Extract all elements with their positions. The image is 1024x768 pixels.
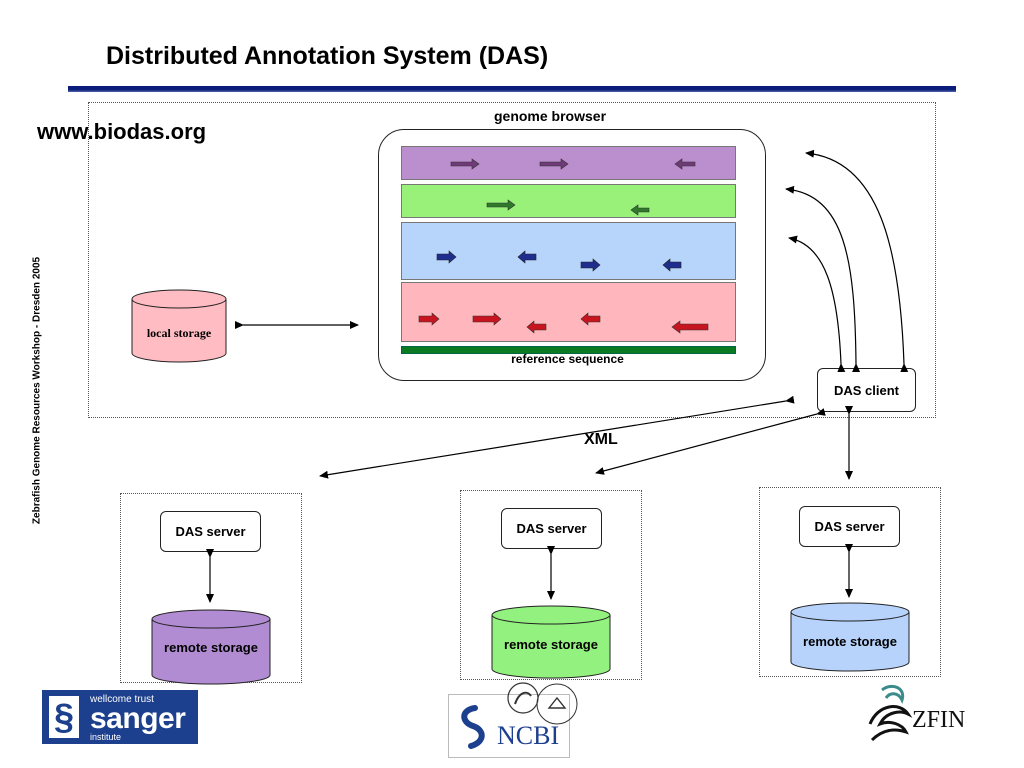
blue-track xyxy=(401,222,736,280)
feature-arrow xyxy=(472,312,502,326)
client-server2-arrow xyxy=(595,408,826,475)
reference-sequence-bar xyxy=(401,346,736,354)
local-storage-label: local storage xyxy=(146,326,212,340)
client-browser-arrow-3 xyxy=(788,235,846,373)
remote-storage-cylinder-blue xyxy=(790,602,910,672)
remote-storage-cylinder-green xyxy=(491,605,611,679)
das-server-label: DAS server xyxy=(516,521,587,536)
das-server-label: DAS server xyxy=(175,524,246,539)
das-server-box-1: DAS server xyxy=(160,511,261,552)
client-browser-arrow-2 xyxy=(785,185,861,373)
server-area-blue xyxy=(759,487,941,677)
sanger-logo-main-text: sanger xyxy=(90,702,186,735)
feature-arrow xyxy=(539,158,569,170)
feature-arrow xyxy=(580,258,601,272)
feature-arrow xyxy=(486,199,516,211)
client-browser-arrow-1 xyxy=(805,149,909,373)
ncbi-emblem-icon xyxy=(461,682,578,749)
das-server-box-2: DAS server xyxy=(501,508,602,549)
das-client-label: DAS client xyxy=(833,382,899,398)
client-server1-arrow xyxy=(319,395,795,479)
website-link[interactable]: www.biodas.org xyxy=(37,119,207,144)
slide-title: Distributed Annotation System (DAS) xyxy=(106,42,549,70)
remote-storage-label: remote storage xyxy=(164,640,258,655)
feature-arrow xyxy=(671,320,709,334)
feature-arrow xyxy=(580,312,601,326)
feature-arrow xyxy=(630,204,650,216)
das-server-box-3: DAS server xyxy=(799,506,900,547)
remote-storage-label: remote storage xyxy=(803,634,897,649)
reference-sequence-label: reference sequence xyxy=(511,352,624,366)
blue-track-features xyxy=(436,250,682,272)
feature-arrow xyxy=(436,250,457,264)
das-server-label: DAS server xyxy=(814,519,885,534)
remote-storage-label: remote storage xyxy=(504,637,598,652)
green-track-features xyxy=(486,199,650,216)
feature-arrow xyxy=(517,250,537,264)
feature-arrow xyxy=(418,312,440,326)
server-area-green xyxy=(460,490,642,680)
feature-arrow xyxy=(674,158,696,170)
purple-track-features xyxy=(450,158,696,170)
zfin-fish-icon xyxy=(868,684,913,742)
sanger-logo-bottom-text: institute xyxy=(90,732,122,742)
sanger-mark-icon: § xyxy=(49,696,79,738)
green-track xyxy=(401,184,736,218)
feature-arrow xyxy=(662,258,682,272)
feature-arrow xyxy=(526,320,547,334)
genome-browser-label: genome browser xyxy=(493,108,607,124)
zfin-logo-text: ZFIN xyxy=(912,707,966,733)
title-rule xyxy=(68,86,956,92)
feature-arrow xyxy=(450,158,480,170)
ncbi-logo-text: NCBI xyxy=(497,721,560,750)
red-track-features xyxy=(418,312,709,334)
remote-storage-cylinder-purple xyxy=(151,609,271,685)
local-storage-cylinder xyxy=(131,289,227,363)
sanger-logo-top-text: wellcome trust xyxy=(90,694,154,705)
